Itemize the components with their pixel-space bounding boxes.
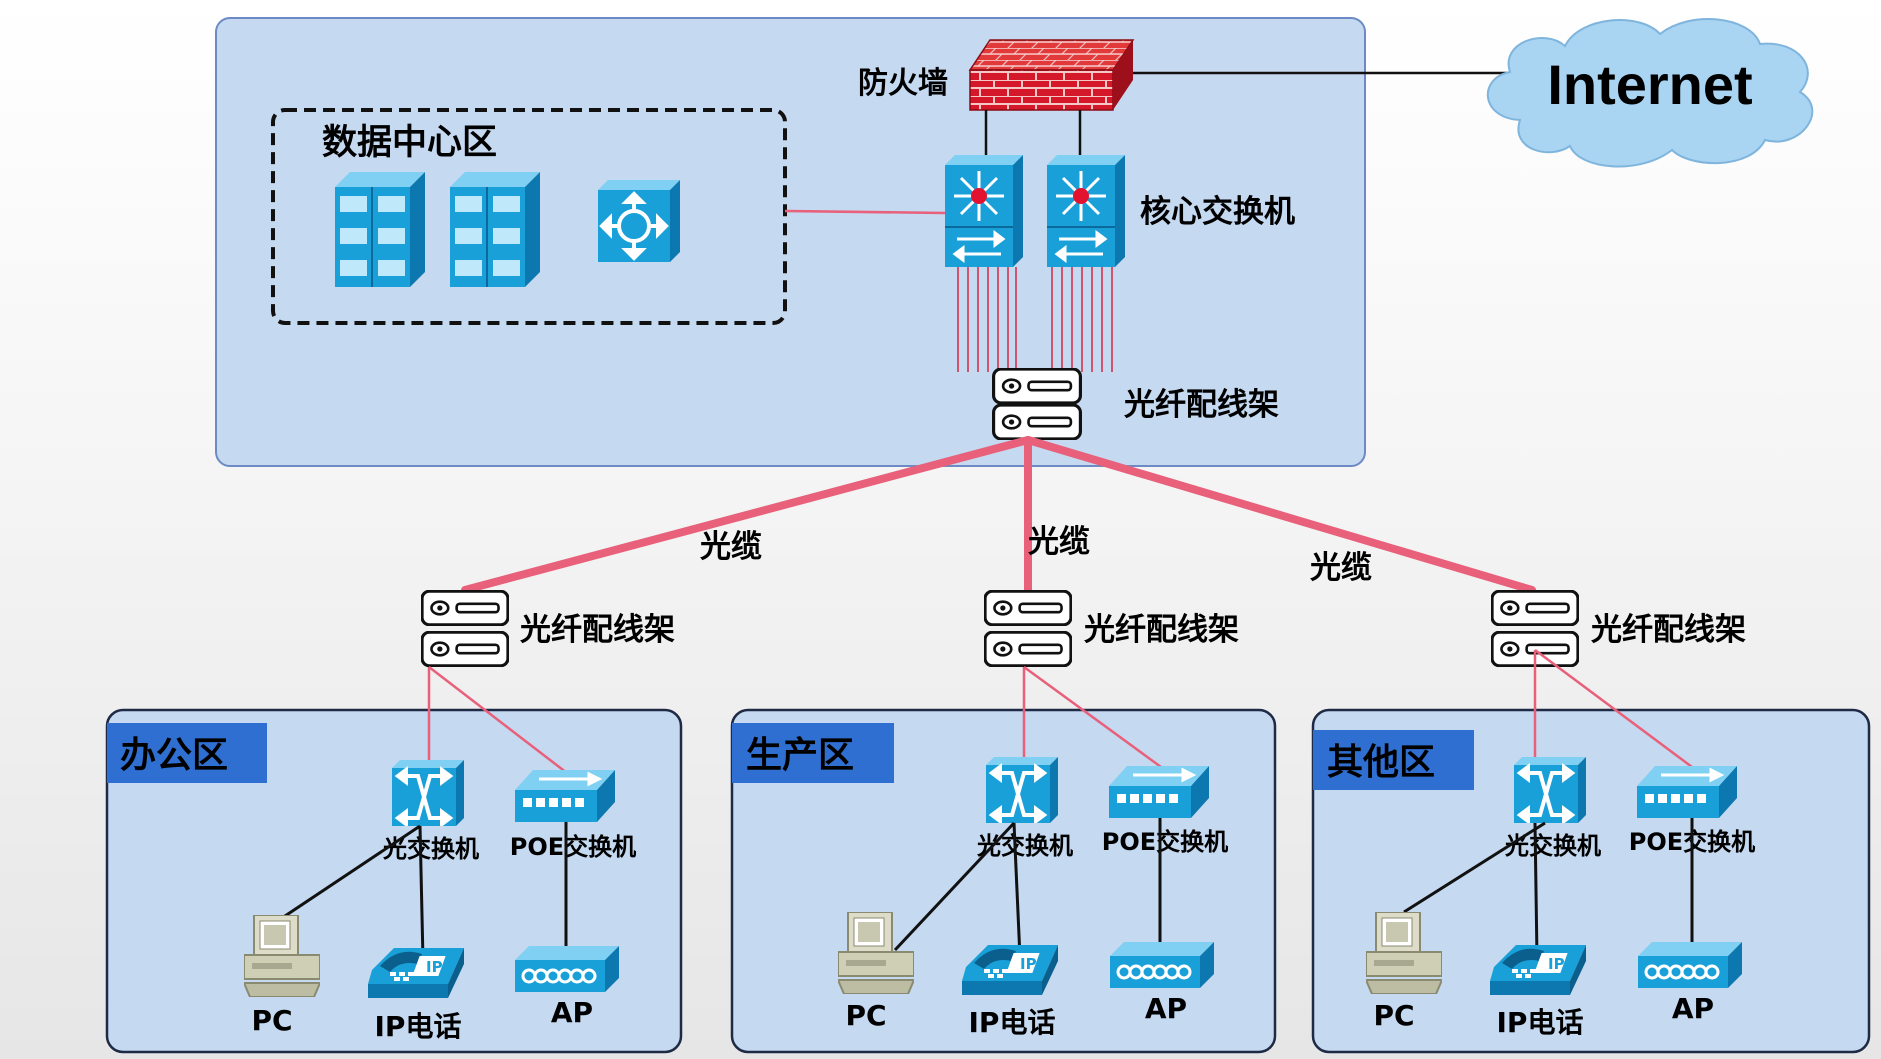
core-switch-icon <box>1047 155 1125 267</box>
poe-switch-icon <box>515 770 615 822</box>
internet-cloud-icon <box>1486 18 1814 168</box>
datacenter-title: 数据中心区 <box>322 123 497 163</box>
poe-switch-label: POE交换机 <box>1102 828 1228 856</box>
device-label-phone: IP电话 <box>969 1006 1056 1039</box>
cable-label: 光缆 <box>1028 524 1090 560</box>
device-label-ap: AP <box>1145 992 1187 1025</box>
odf-icon <box>994 405 1081 439</box>
core-switch-label: 核心交换机 <box>1140 194 1295 230</box>
device-label-phone: IP电话 <box>1497 1006 1584 1039</box>
cable-label: 光缆 <box>700 529 762 565</box>
poe-switch-label: POE交换机 <box>510 833 636 861</box>
backbone-cables <box>461 436 1536 594</box>
zone-title: 办公区 <box>120 735 228 776</box>
zone-odf-label: 光纤配线架 <box>520 612 675 648</box>
zone-title: 其他区 <box>1327 742 1435 783</box>
device-label-pc: PC <box>1373 999 1414 1032</box>
ap-icon <box>515 946 619 992</box>
optical-switch-icon <box>986 757 1058 823</box>
device-label-ap: AP <box>1672 992 1714 1025</box>
core-fiber-links <box>957 267 1113 372</box>
firewall-icon <box>968 39 1135 111</box>
optical-switch-icon <box>1514 757 1586 823</box>
odf-icon <box>421 631 509 667</box>
zone-production: 光纤配线架 生产区 光交换机 POE交换机 PC IP电话 AP <box>730 590 1277 1054</box>
ap-icon <box>1110 942 1214 988</box>
odf-icon <box>984 631 1072 667</box>
datacenter-zone <box>271 108 787 325</box>
device-label-phone: IP电话 <box>375 1010 462 1043</box>
core-switch-icon <box>945 155 1023 267</box>
core-zone <box>215 17 1366 467</box>
device-label-pc: PC <box>251 1004 292 1037</box>
device-label-ap: AP <box>551 996 593 1029</box>
zone-title-tab <box>1313 730 1474 790</box>
zone-title: 生产区 <box>746 735 854 776</box>
internet-label: Internet <box>1547 53 1752 116</box>
zone-odf-label: 光纤配线架 <box>1591 612 1746 648</box>
cable-label: 光缆 <box>1310 550 1372 586</box>
optical-switch-icon <box>392 760 464 826</box>
poe-switch-icon <box>1109 766 1209 818</box>
odf-icon <box>984 590 1072 626</box>
zone-title-tab <box>732 723 894 783</box>
firewall-label: 防火墙 <box>858 66 948 101</box>
device-label-pc: PC <box>845 999 886 1032</box>
optical-switch-label: 光交换机 <box>382 835 479 863</box>
l3-switch-icon <box>598 180 680 262</box>
server-icon <box>450 172 540 287</box>
zone-title-tab <box>107 723 267 783</box>
poe-switch-icon <box>1637 766 1737 818</box>
odf-icon <box>1491 590 1579 626</box>
odf-icon <box>421 590 509 626</box>
zone-odf-label: 光纤配线架 <box>1084 612 1239 648</box>
server-icon <box>335 172 425 287</box>
zone-other: 光纤配线架 其他区 光交换机 POE交换机 PC IP电话 AP <box>1311 590 1871 1054</box>
optical-switch-label: 光交换机 <box>1504 832 1601 860</box>
odf-icon <box>994 369 1081 403</box>
link-datacenter-core <box>784 209 946 215</box>
zone-office: 光纤配线架 办公区 光交换机 POE交换机 PC IP电话 AP <box>105 590 683 1054</box>
core-odf-label: 光纤配线架 <box>1124 387 1279 423</box>
ap-icon <box>1638 942 1742 988</box>
